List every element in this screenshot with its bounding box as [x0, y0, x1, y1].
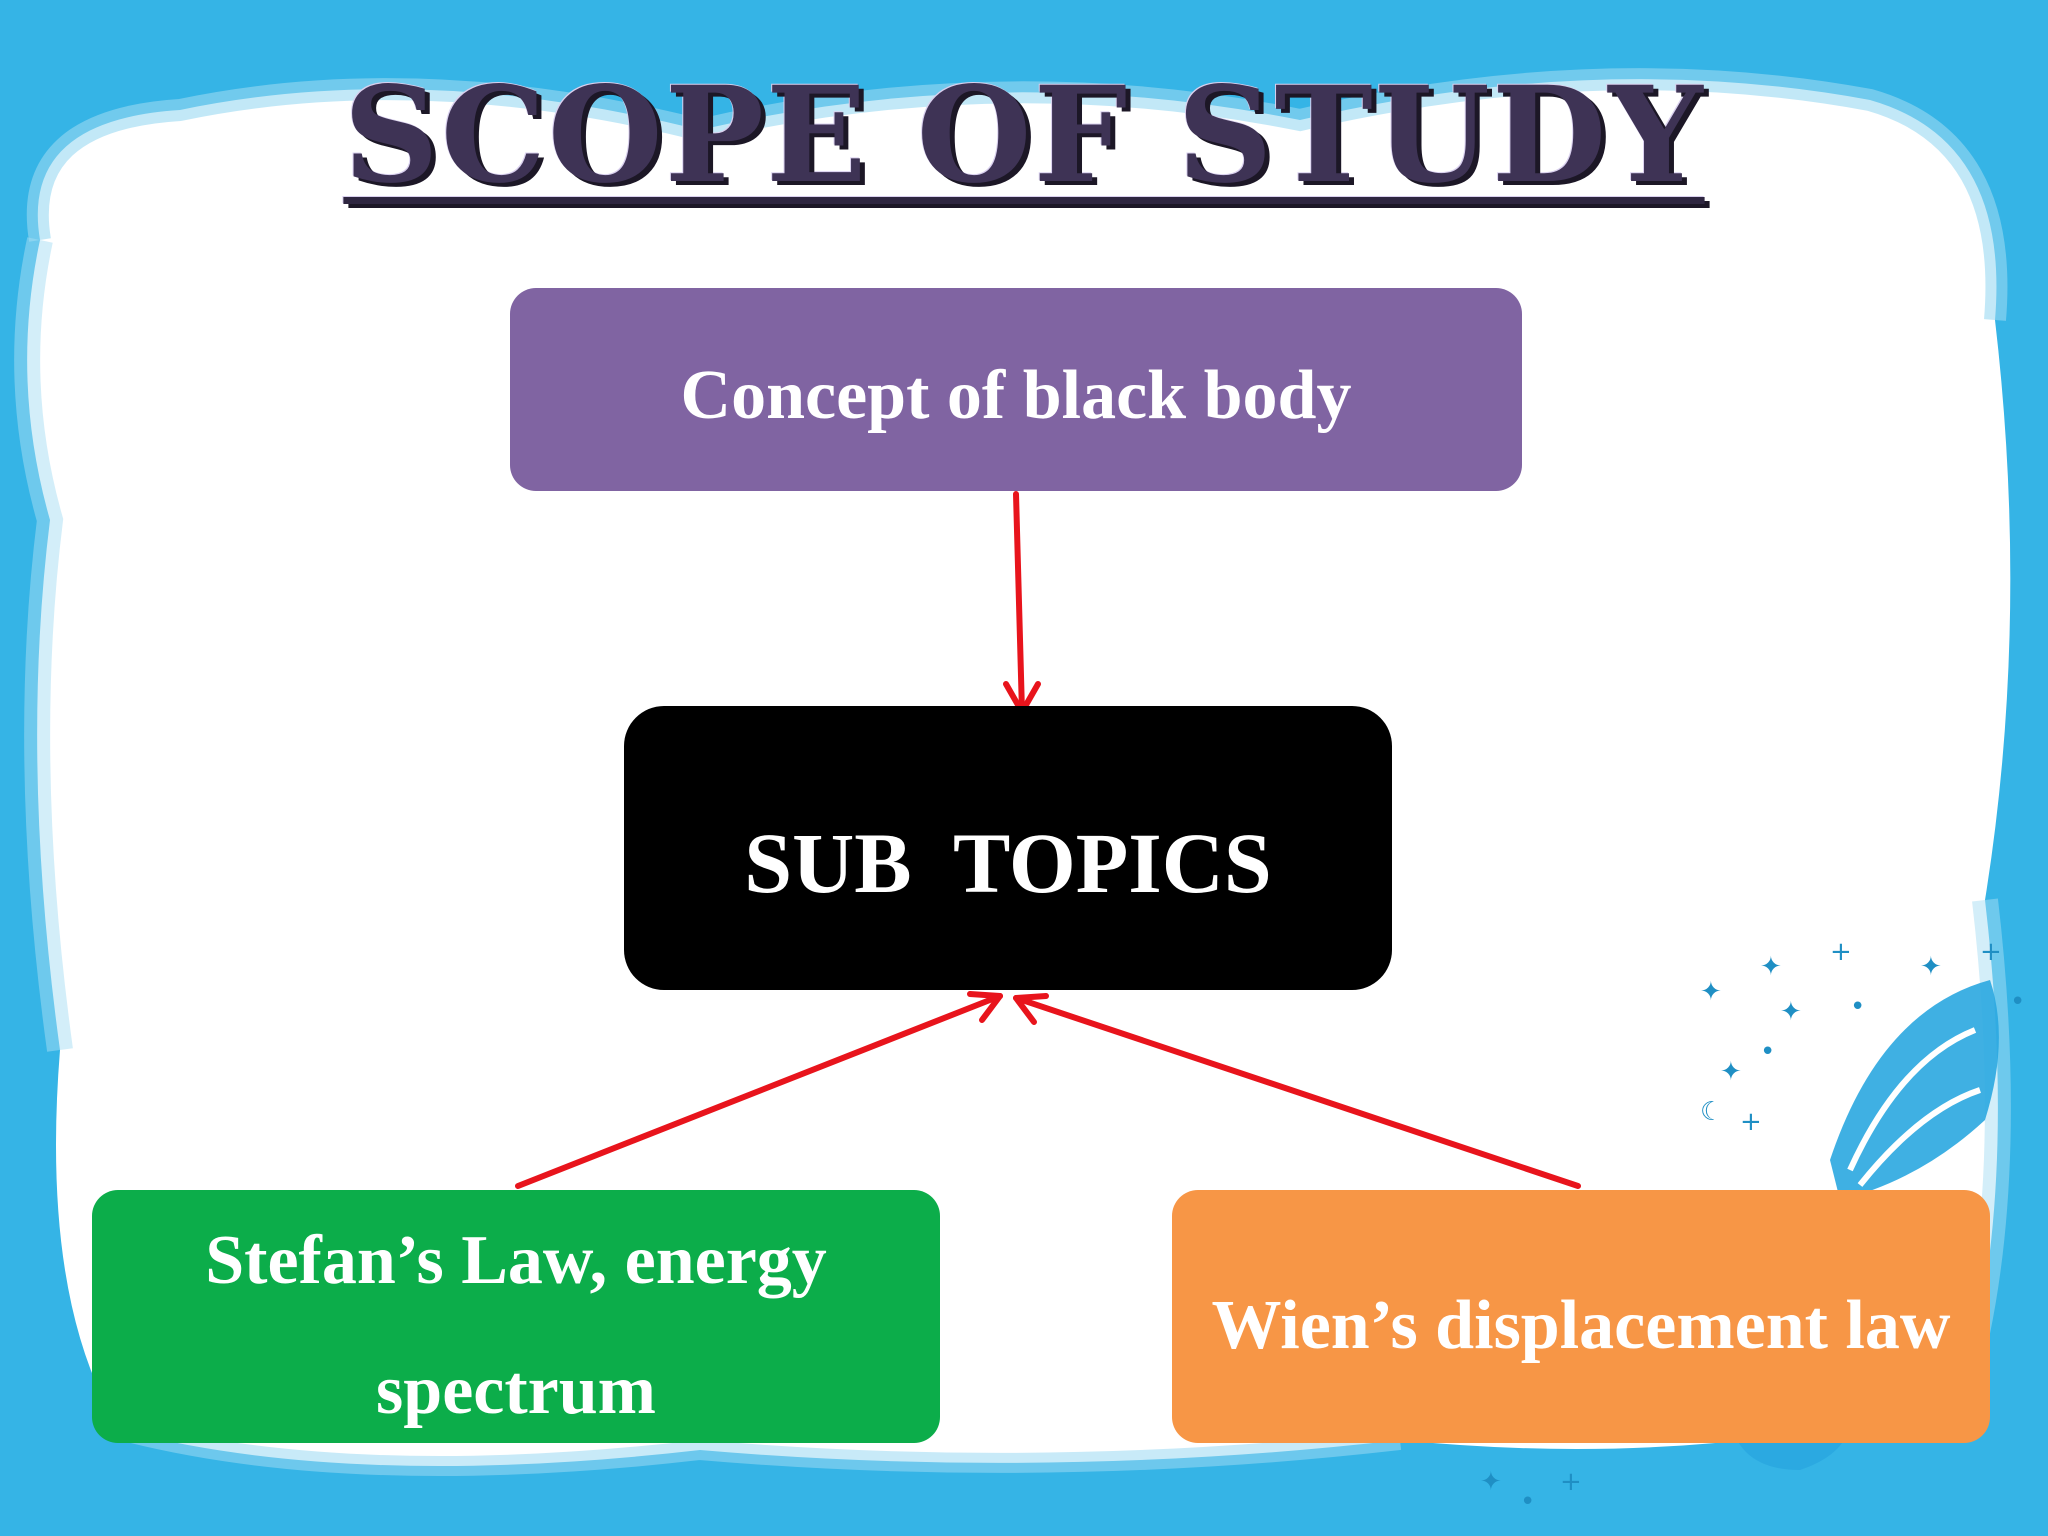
svg-text:✦: ✦: [1920, 952, 1942, 982]
concept-node-label: Concept of black body: [681, 356, 1352, 436]
concept-node: Concept of black body: [510, 288, 1522, 491]
stefan-law-node: Stefan’s Law, energy spectrum: [92, 1190, 940, 1443]
svg-text:+: +: [1830, 937, 1852, 967]
stefan-law-node-label: Stefan’s Law, energy spectrum: [102, 1196, 930, 1456]
subtopics-node: SUB TOPICS: [624, 706, 1392, 990]
svg-text:•: •: [2010, 987, 2025, 1017]
svg-text:+: +: [1740, 1107, 1762, 1137]
subtopics-node-label: SUB TOPICS: [744, 813, 1271, 913]
svg-text:✦: ✦: [1760, 952, 1782, 982]
svg-text:✦: ✦: [1720, 1057, 1742, 1087]
svg-text:✦: ✦: [1480, 1467, 1502, 1497]
slide-title: SCOPE OF STUDY: [0, 58, 2048, 213]
svg-text:•: •: [1760, 1037, 1775, 1067]
svg-text:+: +: [1560, 1467, 1582, 1497]
wien-law-node: Wien’s displacement law: [1172, 1190, 1990, 1443]
svg-text:✦: ✦: [1780, 997, 1802, 1027]
svg-text:•: •: [1850, 992, 1865, 1022]
svg-text:✦: ✦: [1700, 977, 1722, 1007]
svg-text:+: +: [1980, 937, 2002, 967]
svg-text:•: •: [1520, 1487, 1535, 1517]
svg-text:☾: ☾: [1700, 1097, 1723, 1127]
wien-law-node-label: Wien’s displacement law: [1212, 1261, 1951, 1391]
